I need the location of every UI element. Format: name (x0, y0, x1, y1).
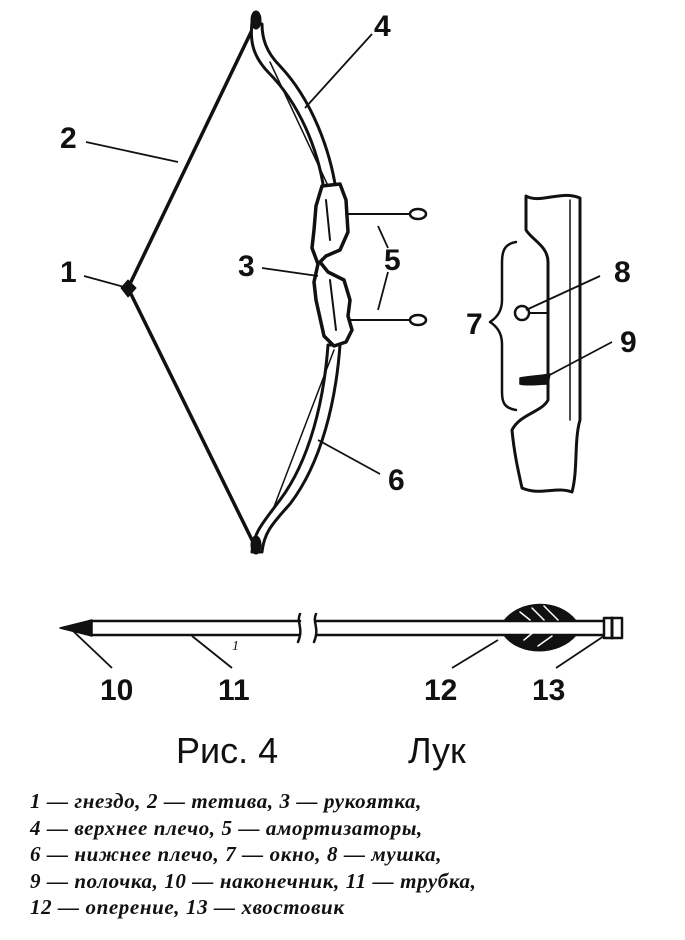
leader-12 (451, 639, 499, 669)
shaft-break-right (312, 612, 318, 644)
lower-limb-inner (271, 349, 335, 513)
handle-detail-body (510, 193, 582, 494)
legend-line: 1 — гнездо, 2 — тетива, 3 — рукоятка, (30, 789, 422, 813)
callout-11: 11 (218, 674, 250, 707)
leader-4 (304, 33, 373, 109)
callout-13: 13 (532, 674, 565, 707)
figure-title: Лук (408, 730, 466, 771)
leader-13 (555, 635, 605, 669)
handle (310, 182, 354, 348)
callout-7: 7 (466, 308, 483, 341)
leader-lines (71, 33, 613, 669)
callout-5: 5 (384, 244, 401, 277)
legend: 1 — гнездо, 2 — тетива, 3 — рукоятка, 4 … (30, 788, 680, 921)
upper-tip (250, 10, 262, 30)
window-brace (488, 240, 518, 412)
callout-2: 2 (60, 122, 77, 155)
leader-1 (83, 275, 129, 289)
leader-10 (71, 629, 113, 669)
callout-6: 6 (388, 464, 405, 497)
leader-3 (261, 267, 319, 277)
upper-limb-inner (269, 61, 331, 191)
leader-5a (377, 225, 389, 249)
arrow-shelf (519, 373, 551, 386)
legend-line: 9 — полочка, 10 — наконечник, 11 — трубк… (30, 868, 477, 893)
legend-line: 6 — нижнее плечо, 7 — окно, 8 — мушка, (30, 842, 443, 866)
callout-4: 4 (374, 10, 391, 43)
lower-limb (250, 343, 342, 554)
callout-9: 9 (620, 326, 637, 359)
fletching-hatch (519, 605, 559, 647)
arrow-head (59, 619, 93, 637)
sight-pin (513, 304, 531, 322)
figure-number: Рис. 4 (176, 730, 278, 771)
handle-detail (488, 193, 582, 494)
leader-11 (191, 635, 233, 669)
callout-1: 1 (60, 256, 77, 289)
string-nock-1 (120, 279, 137, 298)
legend-line: 4 — верхнее плечо, 5 — амортизаторы, (30, 815, 423, 840)
callout-12: 12 (424, 674, 457, 707)
bowstring-upper (126, 26, 255, 290)
stabilizer-upper-weight (408, 207, 428, 221)
shaft-break-left (296, 612, 302, 644)
lower-tip (250, 535, 262, 555)
fletching-lower (503, 634, 577, 652)
shaft-mark: 1 (232, 639, 239, 654)
callout-10: 10 (100, 674, 133, 707)
callout-numbers: 1 2 3 4 5 6 7 8 9 10 11 12 13 1 (60, 10, 637, 707)
fletching-upper (503, 603, 577, 622)
legend-line: 12 — оперение, 13 — хвостовик (30, 895, 345, 919)
stabilizer-lower-weight (408, 313, 428, 327)
upper-limb (249, 20, 338, 192)
leader-9 (543, 341, 613, 379)
handle-shading (325, 199, 337, 331)
leader-2 (85, 141, 179, 163)
leader-6 (317, 439, 381, 475)
callout-3: 3 (238, 250, 255, 283)
leader-8 (525, 275, 601, 311)
bowstring-lower (126, 286, 254, 542)
bow (120, 10, 428, 555)
leader-5b (377, 271, 389, 311)
callout-8: 8 (614, 256, 631, 289)
arrow (59, 603, 624, 652)
